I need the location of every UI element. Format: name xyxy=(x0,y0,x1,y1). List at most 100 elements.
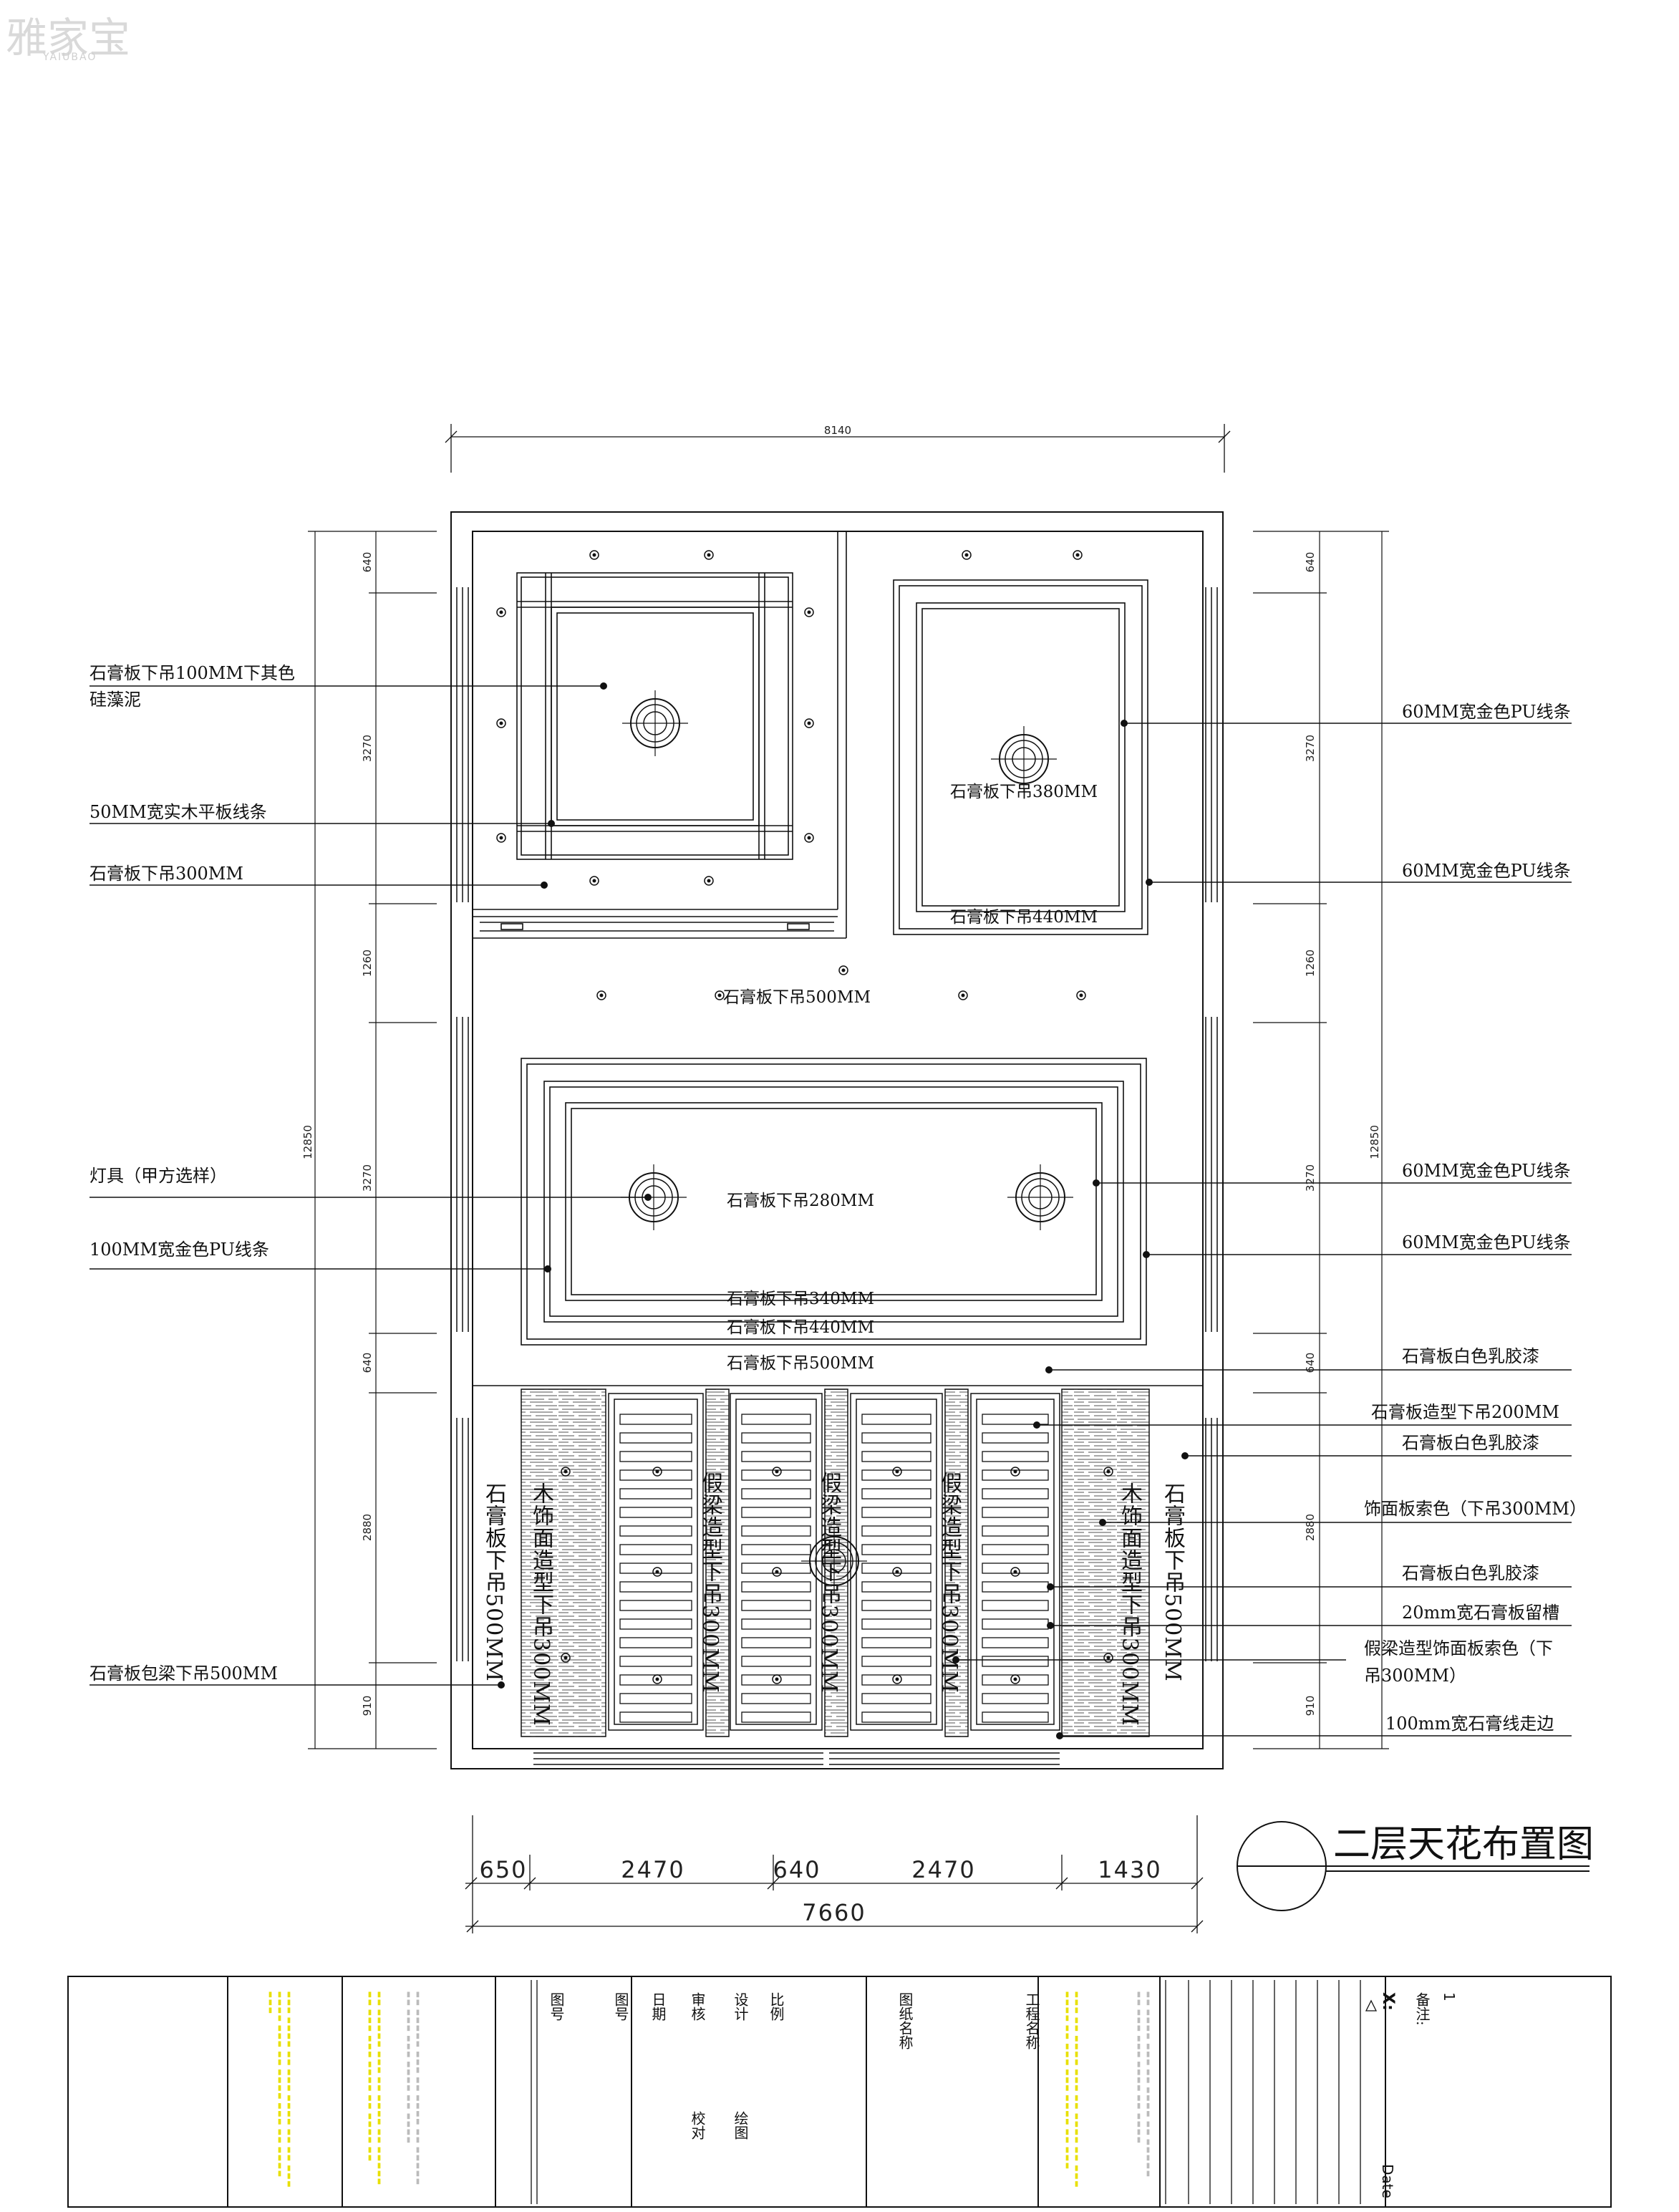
leader-dots xyxy=(498,682,1189,1739)
spot-light-icon xyxy=(772,1674,782,1684)
spot-light-icon xyxy=(958,990,968,1000)
left-dimension xyxy=(308,531,437,1749)
left-label: 石膏板包梁下吊500MM xyxy=(89,1663,278,1684)
tb-page-number: 1 xyxy=(1441,1992,1458,2001)
left-label: 石膏板下吊300MM xyxy=(89,864,243,884)
left-total-dimension: 12850 xyxy=(301,1125,314,1159)
tb-field-project-name: 工程名称 xyxy=(1023,1992,1040,2049)
vertical-label: 石膏板下吊500MM xyxy=(1160,1482,1185,1682)
right-dim-segment: 1260 xyxy=(1304,949,1317,977)
brand-logo-sub: YAIUBAO xyxy=(43,52,97,63)
tb-field-drawing-name: 图纸名称 xyxy=(896,1992,914,2049)
bottom-dim-segment: 2470 xyxy=(621,1856,685,1883)
right-dim-segment: 3270 xyxy=(1304,734,1317,763)
spot-light-icon xyxy=(589,876,599,886)
left-dim-segment: 2880 xyxy=(361,1513,374,1542)
top-right-room xyxy=(893,579,1148,935)
right-dim-segment: 2880 xyxy=(1304,1513,1317,1542)
left-label: 石膏板下吊100MM下其色 xyxy=(89,663,295,683)
vertical-label: 石膏板下吊500MM xyxy=(481,1482,506,1682)
inner-label: 石膏板下吊440MM xyxy=(726,1318,875,1337)
spot-light-icon xyxy=(652,1467,662,1477)
right-label: 60MM宽金色PU线条 xyxy=(1402,1161,1571,1181)
spot-light-icon xyxy=(589,550,599,560)
bottom-dim-segment: 1430 xyxy=(1098,1856,1162,1883)
left-dim-segment: 3270 xyxy=(361,1164,374,1192)
tb-field-proofread: 校对 xyxy=(689,2111,706,2140)
top-dimension xyxy=(445,424,1231,473)
right-label: 100mm宽石膏线走边 xyxy=(1385,1714,1554,1734)
spot-light-icon xyxy=(704,550,714,560)
spot-light-icon xyxy=(892,1567,902,1577)
left-dim-segment: 1260 xyxy=(361,949,374,977)
spot-light-icon xyxy=(1073,550,1083,560)
right-label: 饰面板索色（下吊300MM） xyxy=(1364,1499,1587,1519)
wall-windows xyxy=(456,587,1218,1765)
gray-notes-block: ▮▮ ▮▮▮▮ ▮▮▮ ▮▮ ▮▮▮▮ ▮▮ ▮▮▮▮▮ ▮▮ ▮▮▮ ▮▮▮ … xyxy=(1135,1991,1152,2178)
left-label: 100MM宽金色PU线条 xyxy=(89,1240,269,1260)
right-label: 石膏板白色乳胶漆 xyxy=(1402,1563,1539,1583)
right-label: 吊300MM） xyxy=(1364,1666,1466,1686)
left-dim-segment: 910 xyxy=(361,1695,374,1716)
tb-date-label: Date xyxy=(1379,2164,1396,2198)
top-left-room xyxy=(473,531,847,939)
inner-label: 石膏板下吊500MM xyxy=(726,1354,875,1373)
middle-room xyxy=(473,1058,1203,1386)
vertical-label: 假梁造型下吊300MM xyxy=(697,1472,722,1694)
vertical-label: 木饰面造型下吊300MM xyxy=(1117,1482,1142,1726)
right-label: 石膏板白色乳胶漆 xyxy=(1402,1346,1539,1366)
bottom-dimension xyxy=(465,1815,1204,1933)
tb-field-draw: 绘图 xyxy=(732,2111,749,2140)
leader-lines xyxy=(89,685,1572,1737)
left-dim-segment: 640 xyxy=(361,1352,374,1373)
spot-light-icon xyxy=(496,833,506,843)
right-label: 60MM宽金色PU线条 xyxy=(1402,1232,1571,1252)
yellow-notes-block: ▮▮ ▮▮▮▮▮ ▮▮▮ ▮▮ ▮▮▮▮ ▮▮ ▮▮▮▮▮ ▮▮ ▮▮▮ ▮▮▮… xyxy=(366,1991,383,2186)
spot-light-icon xyxy=(838,965,848,975)
bottom-dim-segment: 650 xyxy=(479,1856,528,1883)
spot-light-icon xyxy=(804,833,814,843)
tb-field-drawing-no-2: 图号 xyxy=(612,1992,629,2021)
inner-label: 石膏板下吊500MM xyxy=(722,988,871,1007)
drawing-title: 二层天花布置图 xyxy=(1333,1823,1595,1866)
tb-field-scale: 比例 xyxy=(768,1992,785,2021)
bottom-room xyxy=(521,1388,1150,1737)
right-label: 60MM宽金色PU线条 xyxy=(1402,702,1571,722)
gray-notes-block: ▮▮ ▮▮▮▮▮ ▮▮▮ ▮▮ ▮▮▮▮ ▮▮ ▮▮▮▮▮ ▮▮ ▮▮▮ ▮▮▮… xyxy=(405,1991,422,2186)
left-dim-segment: 640 xyxy=(361,551,374,573)
right-label: 假梁造型饰面板索色（下 xyxy=(1364,1638,1553,1658)
tb-notes-label: 备注: xyxy=(1413,1992,1431,2026)
spot-light-icon xyxy=(652,1567,662,1577)
tb-field-date: 日期 xyxy=(649,1992,667,2021)
bottom-total-dimension: 7660 xyxy=(802,1899,866,1926)
brand-logo: 雅家宝 xyxy=(6,14,131,62)
left-label: 灯具（甲方选样） xyxy=(89,1166,227,1186)
spot-light-icon xyxy=(962,550,972,560)
spot-light-icon xyxy=(804,607,814,617)
tb-x-label: X: xyxy=(1379,1992,1397,2011)
spot-light-icon xyxy=(892,1467,902,1477)
inner-label: 石膏板下吊340MM xyxy=(726,1290,875,1308)
spot-light-icon xyxy=(1010,1674,1020,1684)
bottom-dim-segment: 640 xyxy=(773,1856,821,1883)
right-dim-segment: 3270 xyxy=(1304,1164,1317,1192)
right-dimension xyxy=(1253,531,1389,1749)
left-label: 硅藻泥 xyxy=(89,690,141,710)
title-block-inner xyxy=(531,1980,1378,2204)
spot-light-icon xyxy=(1010,1467,1020,1477)
inner-label: 石膏板下吊280MM xyxy=(726,1192,875,1210)
right-label: 石膏板造型下吊200MM xyxy=(1371,1402,1559,1422)
spot-light-icon xyxy=(892,1674,902,1684)
inner-label: 石膏板下吊440MM xyxy=(949,908,1098,927)
spot-light-icon xyxy=(772,1467,782,1477)
vertical-label: 木饰面造型下吊300MM xyxy=(528,1482,553,1726)
left-dim-segment: 3270 xyxy=(361,734,374,763)
spot-light-icon xyxy=(496,607,506,617)
spot-light-icon xyxy=(1076,990,1086,1000)
right-dim-segment: 910 xyxy=(1304,1695,1317,1716)
vertical-label: 假梁造型下吊300MM xyxy=(937,1472,962,1694)
tb-field-drawing-no: 图号 xyxy=(548,1992,565,2021)
right-label: 60MM宽金色PU线条 xyxy=(1402,861,1571,881)
top-total-dimension: 8140 xyxy=(823,424,852,437)
